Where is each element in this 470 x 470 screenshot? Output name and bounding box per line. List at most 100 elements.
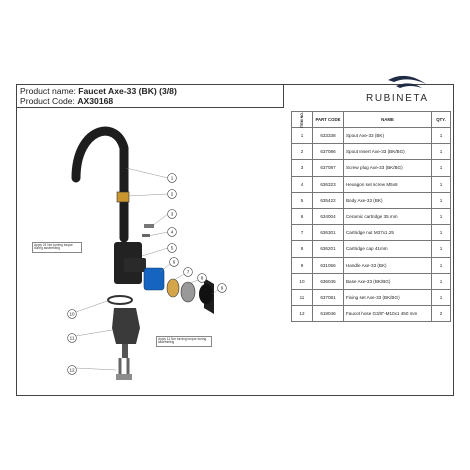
qty-cell: 1 [431, 288, 451, 307]
part-name-cell: Handle Axe-33 (BK) [342, 256, 433, 274]
header-qty: QTY. [431, 111, 451, 128]
callout-circle [67, 309, 77, 319]
qty-cell: 2 [431, 305, 451, 323]
product-name: Faucet Axe-33 (BK) (3/8) [78, 86, 177, 96]
product-code-label: Product Code: [20, 96, 75, 106]
item-no-cell: 11 [291, 288, 313, 307]
qty-cell: 1 [431, 224, 451, 242]
product-code: AX30168 [77, 96, 114, 106]
part-code-cell: 636323 [311, 175, 344, 193]
product-title-box: Product name: Faucet Axe-33 (BK) (3/8) P… [16, 84, 284, 108]
brand-name: RUBINETA [366, 93, 429, 104]
qty-cell: 1 [431, 256, 451, 274]
spout-part [71, 126, 129, 243]
callout-circle [183, 267, 193, 277]
callout-number: 5 [171, 246, 174, 251]
qty-cell: 1 [431, 240, 451, 258]
qty-cell: 1 [431, 159, 451, 177]
part-name-cell: Cartridge nut M37x1.25 [342, 224, 433, 242]
item-no-cell: 7 [291, 224, 313, 242]
part-name-cell: Hexagon set screw M5x8 [342, 175, 433, 193]
part-name-cell: Screw plug Axe-33 (BK/BG) [342, 159, 433, 177]
part-name-cell: Spout Insert Axe-33 (BK/BG) [342, 143, 433, 161]
ceramic-cartridge-part [143, 267, 165, 291]
part-name-cell: Base Axe-33 (BK/BG) [342, 272, 433, 290]
spout-insert-part [116, 191, 130, 203]
callout-number: 1 [171, 176, 174, 181]
callout-circle [167, 209, 177, 219]
qty-cell: 1 [431, 143, 451, 161]
product-code-line: Product Code: AX30168 [20, 96, 279, 106]
header-part-code: PART CODE [311, 111, 344, 128]
part-name-cell: Ceramic cartridge 35 mm [342, 207, 433, 226]
callout-circle [67, 365, 77, 375]
qty-cell: 1 [431, 191, 451, 209]
item-no-cell: 3 [291, 159, 313, 177]
callout-number: 9 [221, 286, 224, 291]
spec-sheet-frame [16, 84, 454, 396]
callout-circle [67, 333, 77, 343]
header-name: NAME [342, 111, 433, 128]
item-no-cell: 5 [291, 191, 313, 209]
part-name-cell: Cartridge cap 41mm [342, 240, 433, 258]
qty-cell: 1 [431, 272, 451, 290]
callout-number: 3 [171, 212, 174, 217]
part-code-cell: 637086 [311, 143, 344, 161]
header-item-no: ITEM NO. [291, 111, 313, 128]
item-no-cell: 4 [291, 175, 313, 193]
torque-note-top: Apply 24 Nm turning torque during assemb… [32, 242, 82, 253]
qty-cell: 1 [431, 126, 451, 145]
callout-circle [217, 283, 227, 293]
product-name-label: Product name: [20, 86, 76, 96]
part-code-cell: 636301 [311, 224, 344, 242]
screw-plug-part [144, 224, 154, 228]
item-no-cell: 1 [291, 126, 313, 145]
part-code-cell: 631056 [311, 256, 344, 274]
part-code-cell: 637081 [311, 288, 344, 307]
qty-cell: 1 [431, 175, 451, 193]
callout-number: 10 [69, 312, 75, 317]
item-no-cell: 10 [291, 272, 313, 290]
callout-number: 8 [201, 276, 204, 281]
cartridge-cap-part [180, 281, 196, 303]
callout-number: 2 [171, 192, 174, 197]
callout-circle [197, 273, 207, 283]
item-no-cell: 12 [291, 305, 313, 323]
callout-number: 11 [70, 336, 75, 341]
callout-circle [169, 257, 179, 267]
cartridge-nut-part [166, 278, 180, 298]
callout-number: 12 [69, 368, 75, 373]
item-no-cell: 9 [291, 256, 313, 274]
base-ring-part [107, 295, 133, 305]
qty-cell: 1 [431, 207, 451, 226]
item-no-cell: 2 [291, 143, 313, 161]
product-name-line: Product name: Faucet Axe-33 (BK) (3/8) [20, 86, 279, 96]
part-code-cell: 634004 [311, 207, 344, 226]
item-no-cell: 8 [291, 240, 313, 258]
part-code-cell: 618046 [311, 305, 344, 323]
part-name-cell: Spout Axe-33 (BK) [342, 126, 433, 145]
part-name-cell: Faucet hose G3/8"-M10x1 450 mm [342, 305, 433, 323]
part-name-cell: Fixing set Axe-33 (BK/BG) [342, 288, 433, 307]
item-no-cell: 6 [291, 207, 313, 226]
parts-table-header: ITEM NO. PART CODE NAME QTY. [291, 111, 451, 128]
wave-logo-icon [388, 75, 426, 88]
callout-number: 4 [171, 230, 174, 235]
callout-number: 6 [173, 260, 176, 265]
part-code-cell: 636201 [311, 240, 344, 258]
